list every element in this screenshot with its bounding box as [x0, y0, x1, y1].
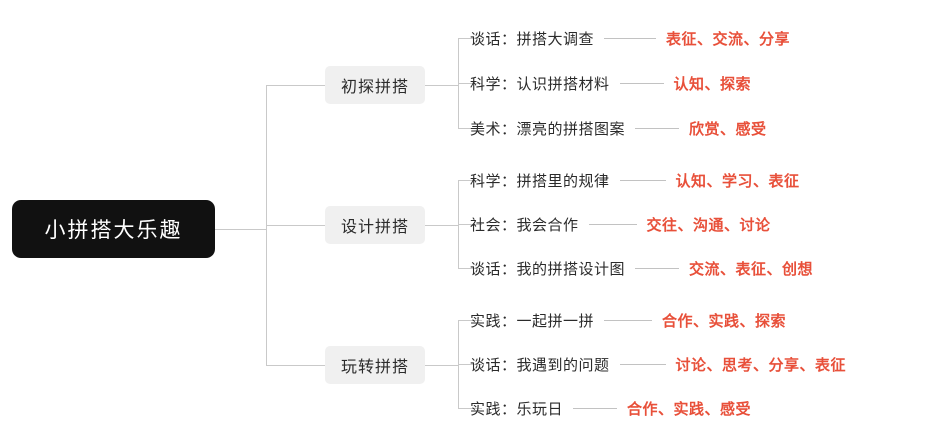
- leaf-label: 谈话：我的拼搭设计图: [470, 260, 626, 278]
- branch-stub-0: [266, 85, 325, 86]
- leaf-row[interactable]: 实践：乐玩日 合作、实践、感受: [470, 397, 751, 419]
- leaf-stub-2-1: [458, 364, 482, 365]
- branch-node-label: 设计拼搭: [340, 219, 409, 236]
- branch-stub-1: [266, 225, 325, 226]
- leaf-label: 实践：一起拼一拼: [470, 312, 595, 330]
- leaf-stub-2-0: [458, 320, 482, 321]
- leaf-rule: [604, 37, 657, 39]
- branch-node-label: 玩转拼搭: [340, 359, 409, 376]
- leaf-rule: [619, 82, 664, 84]
- leaf-rule: [635, 127, 680, 129]
- branch-node-1[interactable]: 设计拼搭: [325, 206, 425, 244]
- leaf-connector-stem-1: [425, 225, 458, 226]
- leaf-tags: 认知、学习、表征: [675, 172, 800, 190]
- leaf-label: 谈话：我遇到的问题: [470, 356, 610, 374]
- leaf-row[interactable]: 美术：漂亮的拼搭图案 欣赏、感受: [470, 117, 767, 139]
- leaf-rule: [573, 407, 618, 409]
- leaf-row[interactable]: 谈话：我的拼搭设计图 交流、表征、创想: [470, 257, 813, 279]
- leaf-row[interactable]: 实践：一起拼一拼 合作、实践、探索: [470, 309, 786, 331]
- root-connector-line: [215, 229, 266, 230]
- branch-node-label: 初探拼搭: [340, 79, 409, 96]
- leaf-label: 社会：我会合作: [470, 216, 579, 234]
- leaf-tags: 讨论、思考、分享、表征: [675, 356, 847, 374]
- leaf-tags: 认知、探索: [673, 75, 752, 93]
- leaf-tags: 交往、沟通、讨论: [646, 216, 771, 234]
- leaf-label: 科学：拼搭里的规律: [470, 172, 610, 190]
- leaf-stub-0-1: [458, 83, 482, 84]
- leaf-stub-1-0: [458, 180, 482, 181]
- leaf-rule: [604, 319, 653, 321]
- leaf-stub-0-0: [458, 38, 482, 39]
- leaf-row[interactable]: 谈话：我遇到的问题 讨论、思考、分享、表征: [470, 353, 846, 375]
- leaf-stub-1-2: [458, 268, 482, 269]
- leaf-stub-1-1: [458, 224, 482, 225]
- leaf-stub-0-2: [458, 128, 482, 129]
- leaf-rule: [588, 223, 637, 225]
- leaf-label: 科学：认识拼搭材料: [470, 75, 610, 93]
- leaf-connector-stem-2: [425, 365, 458, 366]
- leaf-rule: [619, 179, 666, 181]
- leaf-tags: 交流、表征、创想: [689, 260, 814, 278]
- leaf-row[interactable]: 谈话：拼搭大调查 表征、交流、分享: [470, 27, 790, 49]
- leaf-tags: 表征、交流、分享: [666, 30, 791, 48]
- leaf-label: 谈话：拼搭大调查: [470, 30, 595, 48]
- leaf-rule: [635, 267, 680, 269]
- leaf-tags: 合作、实践、感受: [627, 400, 752, 418]
- leaf-rule: [619, 363, 666, 365]
- branch-stub-2: [266, 365, 325, 366]
- branch-node-0[interactable]: 初探拼搭: [325, 66, 425, 104]
- branch-node-2[interactable]: 玩转拼搭: [325, 346, 425, 384]
- leaf-tags: 欣赏、感受: [689, 120, 767, 138]
- leaf-stub-2-2: [458, 408, 482, 409]
- leaf-row[interactable]: 社会：我会合作 交往、沟通、讨论: [470, 213, 771, 235]
- leaf-label: 实践：乐玩日: [470, 400, 564, 418]
- leaf-tags: 合作、实践、探索: [662, 312, 787, 330]
- leaf-row[interactable]: 科学：认识拼搭材料 认知、探索: [470, 72, 751, 94]
- root-node-label: 小拼搭大乐趣: [44, 219, 183, 242]
- leaf-label: 美术：漂亮的拼搭图案: [470, 120, 626, 138]
- leaf-row[interactable]: 科学：拼搭里的规律 认知、学习、表征: [470, 169, 800, 191]
- root-node[interactable]: 小拼搭大乐趣: [12, 200, 215, 258]
- leaf-connector-stem-0: [425, 85, 458, 86]
